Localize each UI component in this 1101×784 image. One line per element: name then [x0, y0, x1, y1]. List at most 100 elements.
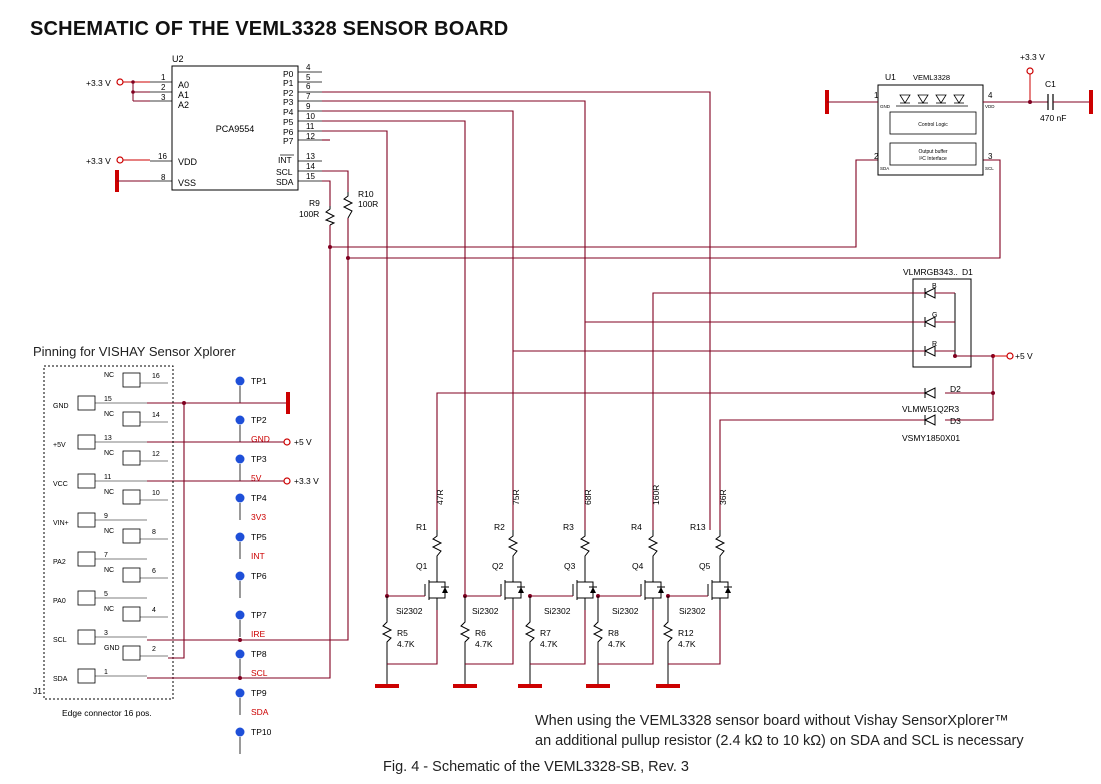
test-point-pad-icon — [235, 610, 245, 620]
page-title: SCHEMATIC OF THE VEML3328 SENSOR BOARD — [30, 18, 509, 40]
j1-pin-number: 14 — [152, 412, 160, 419]
resistor-ref: R3 — [563, 522, 574, 532]
test-point-label: TP1 — [251, 376, 267, 386]
j1-pin-label: PA0 — [53, 598, 66, 605]
j1-pin-label: PA2 — [53, 559, 66, 566]
j1-pin-label: +5V — [53, 442, 66, 449]
svg-text:13: 13 — [306, 152, 315, 161]
svg-text:D3: D3 — [950, 416, 961, 426]
j1-pin-label: NC — [104, 450, 114, 457]
svg-text:U1: U1 — [885, 72, 896, 82]
svg-text:R10: R10 — [358, 189, 374, 199]
test-point-label: TP4 — [251, 493, 267, 503]
mosfet-ref: Q1 — [416, 561, 428, 571]
j1-dashed-border — [43, 365, 174, 700]
svg-text:VDD: VDD — [985, 104, 995, 109]
svg-text:VSMY1850X01: VSMY1850X01 — [902, 433, 960, 443]
test-point-pad-icon — [235, 727, 245, 737]
svg-text:3: 3 — [161, 93, 166, 102]
test-point-pad-icon — [235, 532, 245, 542]
u1-sensor: U1 VEML3328 Control Logic Output buffer … — [874, 72, 995, 176]
u2-ref: U2 — [172, 54, 184, 64]
j1-pin-number: 15 — [104, 396, 112, 403]
usage-note-line2: an additional pullup resistor (2.4 kΩ to… — [535, 733, 1024, 749]
u2-nets — [260, 91, 1001, 679]
u2-pin-a1: A1 — [178, 90, 189, 100]
u2-power-nets: +3.3 V +3.3 V — [86, 78, 150, 192]
j1-pin-label: NC — [104, 411, 114, 418]
svg-text:2: 2 — [874, 152, 879, 161]
svg-text:4: 4 — [306, 63, 311, 72]
test-point-label: TP6 — [251, 571, 267, 581]
svg-text:100R: 100R — [358, 199, 378, 209]
power-port-icon — [116, 78, 124, 86]
test-point-label: TP7 — [251, 610, 267, 620]
resistor-value: 36R — [718, 489, 728, 505]
j1-footer: Edge connector 16 pos. — [62, 708, 152, 718]
pulldown-value: 4.7K — [397, 639, 415, 649]
svg-text:100R: 100R — [299, 209, 319, 219]
mosfet-part: Si2302 — [544, 606, 571, 616]
pulldown-value: 4.7K — [608, 639, 626, 649]
test-point-pad-icon — [235, 493, 245, 503]
pulldown-ref: R12 — [678, 628, 694, 638]
svg-text:VLMRGB343..: VLMRGB343.. — [903, 267, 958, 277]
j1-pin: NC 14 — [104, 411, 168, 427]
mosfet-ref: Q3 — [564, 561, 576, 571]
pulldown-ref: R7 — [540, 628, 551, 638]
j1-pin-number: 8 — [152, 529, 156, 536]
mosfet-part: Si2302 — [472, 606, 499, 616]
svg-text:4: 4 — [988, 91, 993, 100]
j1-pin-label: NC — [104, 489, 114, 496]
led-nets — [436, 292, 994, 530]
svg-text:C1: C1 — [1045, 79, 1056, 89]
mosfet-part: Si2302 — [612, 606, 639, 616]
test-point-pad-icon — [235, 649, 245, 659]
test-point-net: 5V — [251, 473, 262, 483]
j1-ref: J1 — [33, 686, 42, 696]
svg-text:470 nF: 470 nF — [1040, 113, 1066, 123]
j1-pin-number: 16 — [152, 373, 160, 380]
r9-resistor: R9 100R — [299, 198, 336, 226]
j1-pin-label: VIN+ — [53, 520, 69, 527]
j1-pin-label: SDA — [53, 676, 68, 683]
svg-text:3: 3 — [988, 152, 993, 161]
j1-pin-label: VCC — [53, 481, 68, 488]
svg-text:P4: P4 — [283, 107, 294, 117]
test-point-net: SDA — [251, 707, 269, 717]
svg-text:G: G — [932, 312, 937, 319]
test-point-label: TP8 — [251, 649, 267, 659]
resistor-value: 75R — [511, 489, 521, 505]
resistor-value: 160R — [651, 485, 661, 505]
power-port-icon — [283, 477, 291, 485]
photodiode-icons — [896, 94, 968, 107]
d1-rgb-led: VLMRGB343.. D1 B G R — [903, 267, 973, 368]
pulldown-ref: R5 — [397, 628, 408, 638]
svg-text:10: 10 — [306, 112, 315, 121]
test-point-pad-icon — [235, 376, 245, 386]
pulldown-value: 4.7K — [540, 639, 558, 649]
j1-pin-number: 3 — [104, 630, 108, 637]
mosfet-part: Si2302 — [679, 606, 706, 616]
d3-ir-led: D3 VSMY1850X01 — [902, 414, 961, 443]
test-point: TP10 — [235, 727, 272, 754]
power-port-icon — [1006, 352, 1014, 360]
svg-text:Output buffer: Output buffer — [918, 149, 947, 155]
svg-text:P6: P6 — [283, 127, 294, 137]
j1-pin-number: 5 — [104, 591, 108, 598]
test-point-net: SCL — [251, 668, 268, 678]
